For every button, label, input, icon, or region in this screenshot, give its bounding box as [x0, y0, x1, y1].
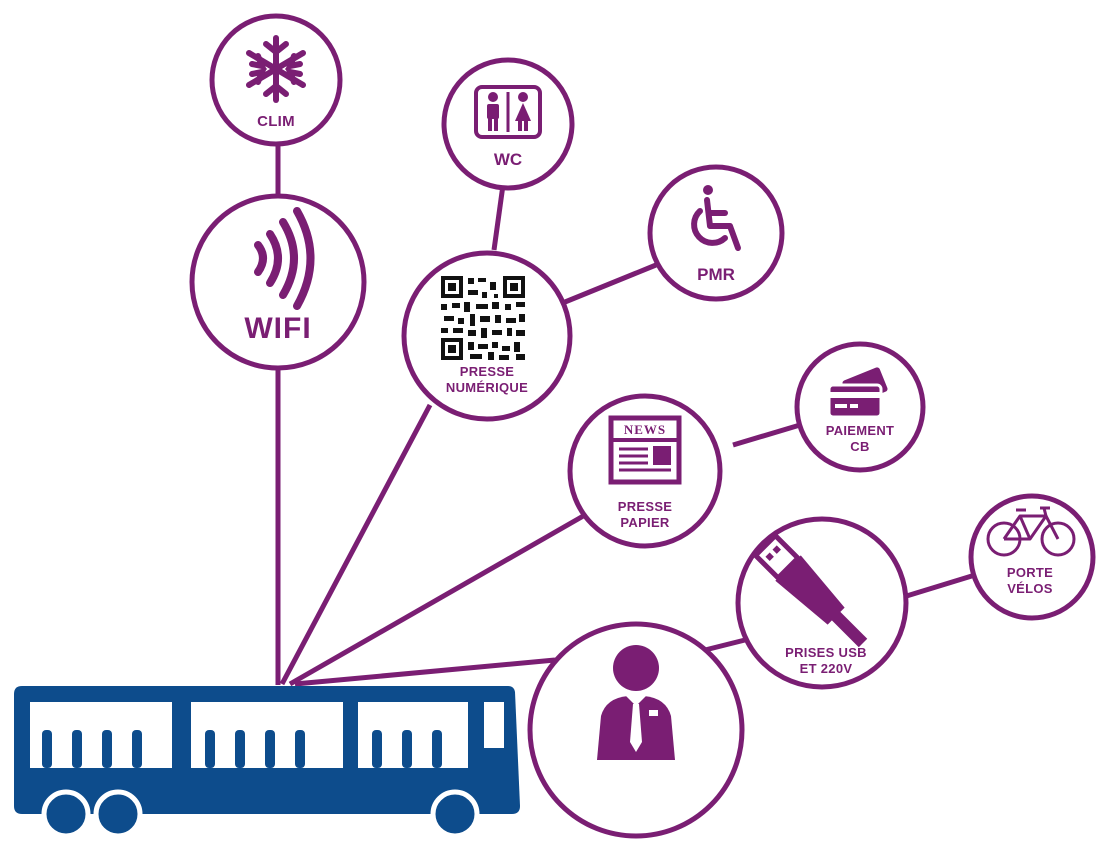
snowflake-icon — [246, 35, 306, 103]
porte-velos-circle — [968, 493, 1096, 621]
line-personnel-prises — [704, 637, 746, 653]
prises-label-1: PRISES USB — [785, 645, 867, 660]
paiement-cb-label-1: PAIEMENT — [825, 423, 895, 438]
wheelchair-icon — [691, 185, 741, 251]
wifi-icon — [254, 207, 315, 310]
line-bus-personnel — [294, 657, 556, 687]
restroom-icon — [474, 85, 542, 139]
staff-person-icon — [597, 645, 675, 760]
porte-velos-label-2: VÉLOS — [1007, 581, 1053, 596]
connector-lines — [275, 143, 976, 687]
presse-numerique-label-1: PRESSE — [459, 364, 515, 379]
line-presse-papier-paiement — [732, 422, 801, 448]
bus-icon — [14, 686, 520, 839]
porte-velos-label-1: PORTE — [1006, 565, 1054, 580]
newspaper-icon — [608, 415, 682, 485]
paiement-cb-label-2: CB — [850, 439, 870, 454]
qr-code-icon — [441, 276, 525, 360]
line-bus-presse-papier — [288, 512, 587, 687]
pmr-circle — [647, 164, 785, 302]
presse-papier-label-2: PAPIER — [620, 515, 670, 530]
bicycle-icon — [986, 506, 1076, 557]
newspaper-icon-text: NEWS — [623, 422, 667, 437]
usb-plug-icon — [751, 531, 868, 648]
line-presse-numerique-pmr — [564, 262, 657, 305]
wifi-circle — [189, 193, 367, 371]
line-prises-porte-velos — [899, 572, 976, 601]
wc-label: WC — [493, 150, 523, 169]
wifi-label: WIFI — [244, 312, 312, 345]
line-presse-numerique-wc — [491, 184, 506, 251]
pmr-label: PMR — [697, 265, 735, 284]
presse-numerique-label-2: NUMÉRIQUE — [445, 380, 529, 395]
credit-card-icon — [827, 367, 888, 419]
prises-label-2: ET 220V — [799, 661, 853, 676]
clim-label: CLIM — [257, 113, 295, 130]
presse-papier-label-1: PRESSE — [617, 499, 673, 514]
line-bus-presse-numerique — [279, 403, 433, 686]
